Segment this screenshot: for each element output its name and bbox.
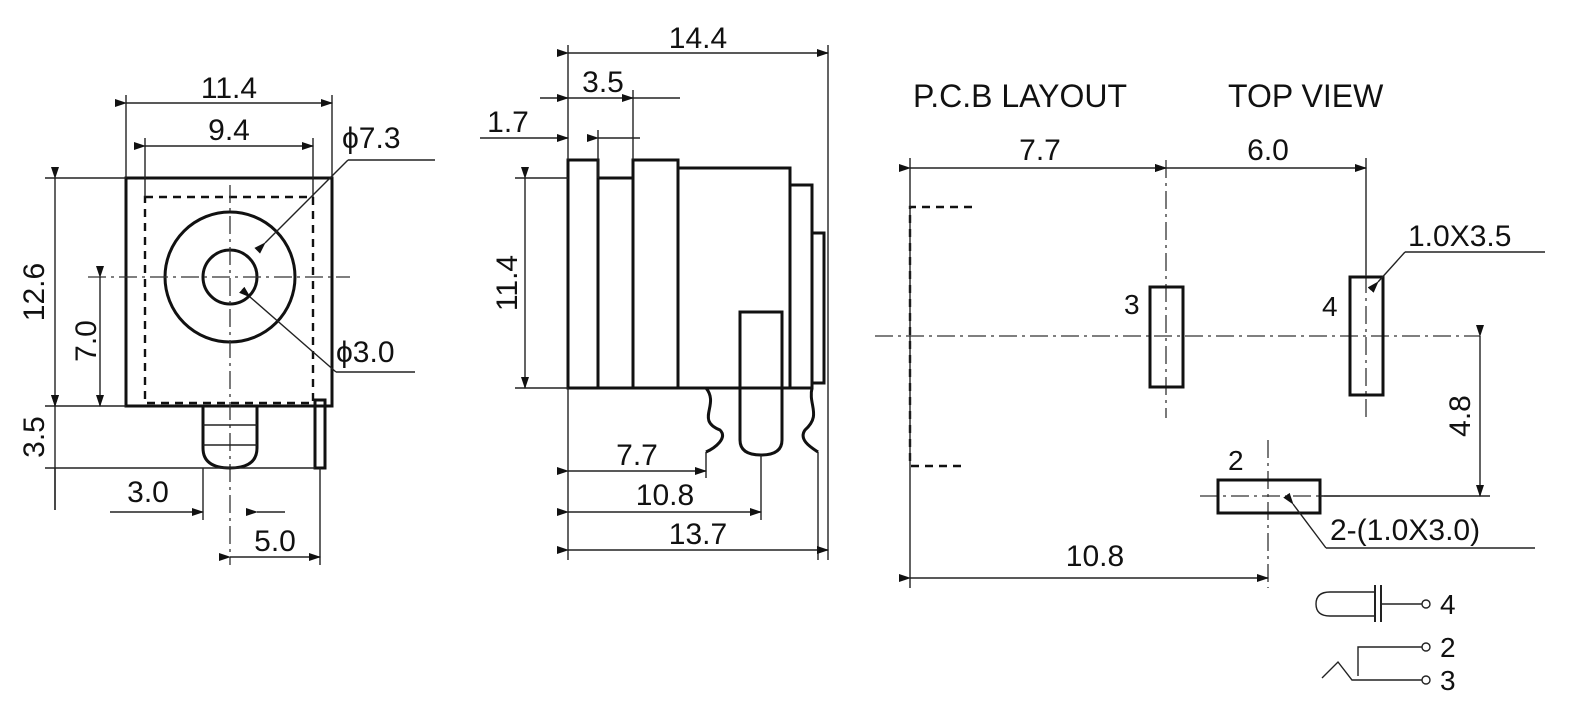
- pad-large-size: 1.0X3.5: [1408, 220, 1511, 253]
- pad-4: [1348, 275, 1385, 397]
- pin-label-4: 4: [1322, 291, 1338, 322]
- pcb-layout: P.C.B LAYOUT TOP VIEW 7.7 6.0 3 4 2 1.0X…: [875, 78, 1545, 588]
- pcb-body-outline: [908, 205, 972, 468]
- front-pin-right: [313, 398, 327, 470]
- schematic-label-3: 3: [1440, 665, 1456, 696]
- dim-hole-inner: ϕ3.0: [336, 336, 395, 369]
- dim-front-width-inner: 9.4: [208, 114, 250, 147]
- top-view-title: TOP VIEW: [1228, 78, 1384, 114]
- pad-small-size: 2-(1.0X3.0): [1330, 514, 1480, 547]
- schematic-contact-3: [1321, 660, 1422, 681]
- dim-side-pin-pos-1: 7.7: [616, 439, 658, 472]
- dim-front-pin-offset: 3.0: [127, 476, 169, 509]
- dim-side-total-length: 14.4: [669, 22, 727, 55]
- side-flange-rear: [631, 158, 680, 390]
- pcb-title: P.C.B LAYOUT: [913, 78, 1127, 114]
- dim-side-body-height: 11.4: [491, 255, 524, 311]
- schematic-contact-2: [1357, 646, 1422, 676]
- side-flange-front: [566, 158, 600, 390]
- dim-side-pin-pos-2: 10.8: [636, 479, 694, 512]
- pin-label-3: 3: [1124, 289, 1140, 320]
- dim-side-flange-b: 1.7: [487, 106, 529, 139]
- side-tab: [810, 231, 826, 385]
- pin-label-2: 2: [1228, 445, 1244, 476]
- schematic-label-2: 2: [1440, 632, 1456, 663]
- pad-3: [1148, 285, 1185, 389]
- dim-pcb-7-7: 7.7: [1019, 134, 1061, 167]
- side-tail: [790, 183, 814, 390]
- side-center-pin: [738, 310, 784, 457]
- schematic-barrel: [1315, 591, 1375, 617]
- side-flange-gap: [596, 176, 635, 390]
- front-body-outline: [124, 176, 334, 408]
- dim-hole-outer: ϕ7.3: [342, 122, 401, 155]
- dim-side-pin-pos-3: 13.7: [669, 518, 727, 551]
- dim-front-height-total: 12.6: [18, 263, 51, 321]
- dim-pcb-6-0: 6.0: [1247, 134, 1289, 167]
- dim-front-height-center: 7.0: [70, 320, 103, 362]
- front-view: 11.4 9.4 ϕ7.3 ϕ3.0 12.6 7.0 3.5 3.0: [18, 72, 435, 565]
- front-inner-dashed: [143, 195, 315, 405]
- side-body: [678, 166, 792, 390]
- dim-side-flange-a: 3.5: [582, 66, 624, 99]
- dim-front-pin-spacing: 5.0: [254, 525, 296, 558]
- side-view: 14.4 3.5 1.7 11.4 7.7 10.8 13.7: [480, 22, 829, 560]
- side-lead-right: [801, 387, 819, 454]
- dim-front-width-outer: 11.4: [201, 72, 257, 105]
- dim-pcb-4-8: 4.8: [1444, 395, 1477, 437]
- dim-front-pin-length: 3.5: [18, 416, 51, 458]
- dim-pcb-10-8: 10.8: [1066, 540, 1124, 573]
- side-lead-left: [704, 387, 724, 454]
- schematic-label-4: 4: [1440, 589, 1456, 620]
- jack-schematic: 4 2 3: [1315, 585, 1456, 696]
